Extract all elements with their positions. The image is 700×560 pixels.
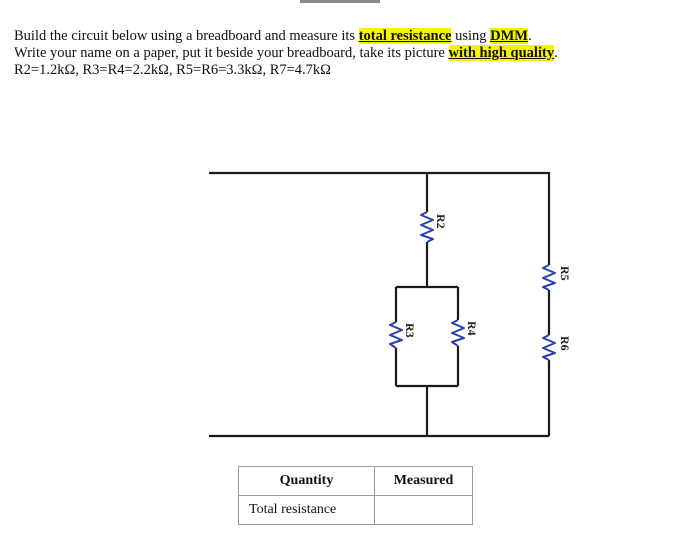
resistor-r4: R4 <box>451 319 479 347</box>
instruction-line-1: Build the circuit below using a breadboa… <box>14 28 532 44</box>
resistor-r6: R6 <box>542 334 572 361</box>
r5-label: R5 <box>558 266 572 281</box>
cell-measured[interactable] <box>374 495 473 525</box>
header-quantity: Quantity <box>238 466 375 496</box>
top-wire <box>209 171 551 265</box>
header-measured: Measured <box>374 466 473 496</box>
cell-quantity: Total resistance <box>238 495 375 525</box>
circuit-diagram: R2 R3 R4 R5 R6 <box>209 171 572 438</box>
resistor-values: R2=1.2kΩ, R3=R4=2.2kΩ, R5=R6=3.3kΩ, R7=4… <box>14 62 331 78</box>
instructions-text: Build the circuit below using a breadboa… <box>14 28 686 79</box>
top-rule <box>300 0 380 3</box>
highlight-dmm: DMM <box>490 28 528 44</box>
r2-label: R2 <box>434 214 448 229</box>
highlight-total-resistance: total resistance <box>358 28 452 44</box>
highlight-high-quality: with high quality <box>448 45 555 61</box>
table-header-row: Quantity Measured <box>238 466 473 496</box>
circuit-wires <box>209 171 551 438</box>
resistor-r2: R2 <box>420 211 448 243</box>
results-table: Quantity Measured Total resistance <box>238 466 473 525</box>
resistor-r3: R3 <box>389 321 417 349</box>
table-row: Total resistance <box>238 495 473 525</box>
r4-label: R4 <box>465 321 479 336</box>
r3-label: R3 <box>403 323 417 338</box>
r6-label: R6 <box>558 336 572 351</box>
resistor-r5: R5 <box>542 264 572 291</box>
instruction-line-2: Write your name on a paper, put it besid… <box>14 45 558 61</box>
